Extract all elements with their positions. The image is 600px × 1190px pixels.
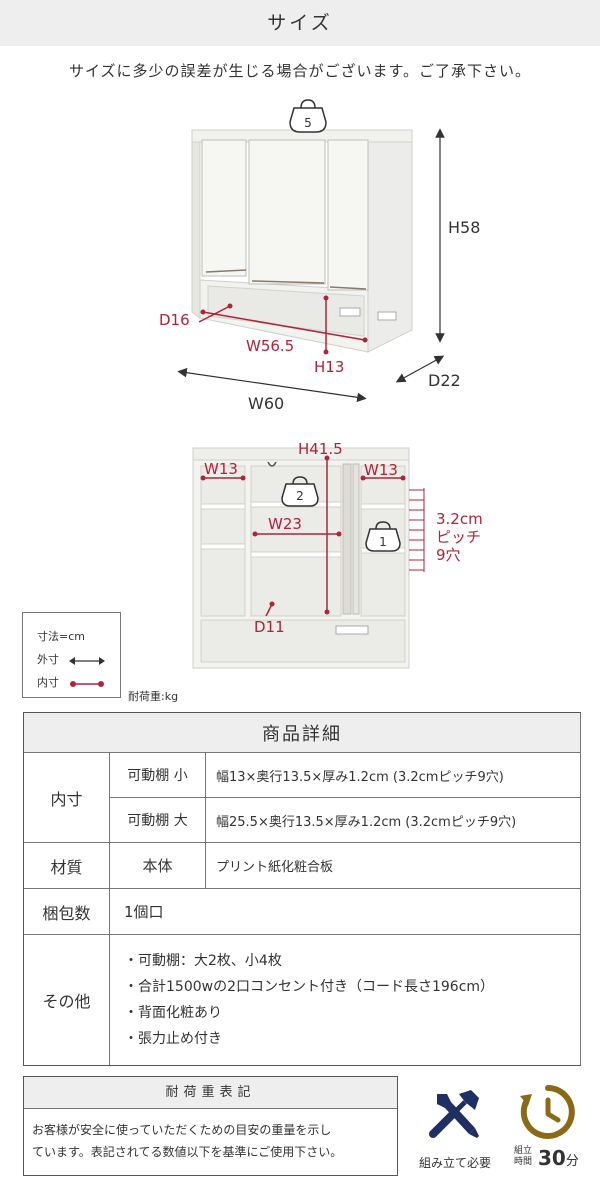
load-notation-title: 耐荷重表記 xyxy=(24,1077,397,1109)
spec-table: 商品詳細 内寸 可動棚 小 幅13×奥行13.5×厚み1.2cm (3.2cmピ… xyxy=(23,712,581,1066)
size-diagrams: 5 H58 D16 W56.5 H13 W60 D22 xyxy=(159,99,483,669)
legend-outer-label: 外寸 xyxy=(37,653,59,666)
section-title: サイズ xyxy=(267,12,333,34)
time-value: 30分 xyxy=(538,1146,579,1170)
list-item: ・合計1500wの2口コンセント付き（コード長さ196cm） xyxy=(124,979,495,995)
list-item: ・張力止め付き xyxy=(124,1031,222,1047)
load-large-shelf-icon xyxy=(281,476,319,507)
time-unit: 分 xyxy=(565,1154,579,1169)
load-top-value: 5 xyxy=(304,116,312,130)
inner-depth-label: D16 xyxy=(159,311,190,329)
width-label: W60 xyxy=(248,394,284,413)
legend-outer-arrow-icon xyxy=(69,657,105,665)
section-header: サイズ xyxy=(0,0,600,46)
spec-material-value: プリント紙化粧合板 xyxy=(206,843,581,889)
spec-material-sub: 本体 xyxy=(110,843,206,889)
center-shelf-width-label: W23 xyxy=(268,515,302,533)
shelf-pitch-holes xyxy=(409,488,425,572)
time-small-label-line: 組立 xyxy=(514,1146,533,1156)
legend-inner-label: 内寸 xyxy=(37,676,59,689)
inner-width-label: W56.5 xyxy=(246,337,294,355)
spec-other-list: ・可動棚：大2枚、小4枚 ・合計1500wの2口コンセント付き（コード長さ196… xyxy=(110,935,581,1065)
front-inner-height-label: H41.5 xyxy=(298,440,343,458)
clock-icon xyxy=(520,1085,575,1139)
time-small-label: 組立 時間 xyxy=(514,1146,538,1168)
spec-package-label: 梱包数 xyxy=(24,889,110,935)
pitch-label-3: 9穴 xyxy=(436,546,461,564)
spec-small-shelf-value: 幅13×奥行13.5×厚み1.2cm (3.2cmピッチ9穴) xyxy=(206,753,581,798)
load-small-value: 1 xyxy=(379,535,387,549)
assembly-time-badge: 組立 時間 30分 xyxy=(510,1080,590,1176)
pitch-label-1: 3.2cm xyxy=(436,510,483,528)
inner-height-label: H13 xyxy=(314,358,344,376)
list-item: ・可動棚：大2枚、小4枚 xyxy=(124,953,282,969)
load-notation-line: お客様が安全に使っていただくための目安の重量を示し xyxy=(32,1123,332,1137)
spec-small-shelf-label: 可動棚 小 xyxy=(110,753,206,798)
tools-icon xyxy=(429,1090,479,1138)
time-number: 30 xyxy=(538,1146,566,1170)
assembly-label: 組み立て必要 xyxy=(418,1156,491,1170)
width-arrow xyxy=(177,367,367,403)
dimension-legend: 寸法=cm 外寸 内寸 xyxy=(22,612,121,698)
spec-table-title: 商品詳細 xyxy=(24,713,581,753)
spec-large-shelf-label: 可動棚 大 xyxy=(110,798,206,843)
legend-inner-line-icon xyxy=(70,681,104,687)
spec-other-label: その他 xyxy=(24,935,110,1065)
spec-package-value: 1個口 xyxy=(110,889,581,935)
right-shelf-width-label: W13 xyxy=(364,461,398,479)
spec-inner-label: 内寸 xyxy=(24,753,110,843)
load-notation-text: お客様が安全に使っていただくための目安の重量を示し ています。表記されてる数値以… xyxy=(32,1119,392,1163)
load-large-value: 2 xyxy=(296,489,304,503)
size-notice: サイズに多少の誤差が生じる場合がございます。ご了承下さい。 xyxy=(68,62,532,80)
left-shelf-width-label: W13 xyxy=(204,460,238,478)
legend-units: 寸法=cm xyxy=(37,630,85,643)
depth-arrow xyxy=(395,355,445,383)
load-notation-box: 耐荷重表記 お客様が安全に使っていただくための目安の重量を示し ています。表記さ… xyxy=(23,1076,398,1176)
pitch-label-2: ピッチ xyxy=(436,528,481,546)
inner-depth-line xyxy=(198,305,231,323)
height-label: H58 xyxy=(448,218,480,237)
load-notation-line: ています。表記されてる数値以下を基準にご使用下さい。 xyxy=(32,1145,343,1159)
load-weight-icon xyxy=(289,99,327,133)
spec-large-shelf-value: 幅25.5×奥行13.5×厚み1.2cm (3.2cmピッチ9穴) xyxy=(206,798,581,843)
depth-label: D22 xyxy=(428,371,461,390)
list-item: ・背面化粧あり xyxy=(124,1005,222,1021)
cabinet-front-view xyxy=(192,447,410,669)
spec-material-label: 材質 xyxy=(24,843,110,889)
inner-width-line xyxy=(202,311,366,341)
load-unit-note: 耐荷重:kg xyxy=(128,690,179,703)
front-inner-depth-label: D11 xyxy=(254,618,285,636)
assembly-required-badge: 組み立て必要 xyxy=(405,1080,505,1176)
time-small-label-line: 時間 xyxy=(514,1157,533,1167)
cabinet-isometric xyxy=(191,129,413,353)
load-small-shelf-icon xyxy=(365,521,401,552)
